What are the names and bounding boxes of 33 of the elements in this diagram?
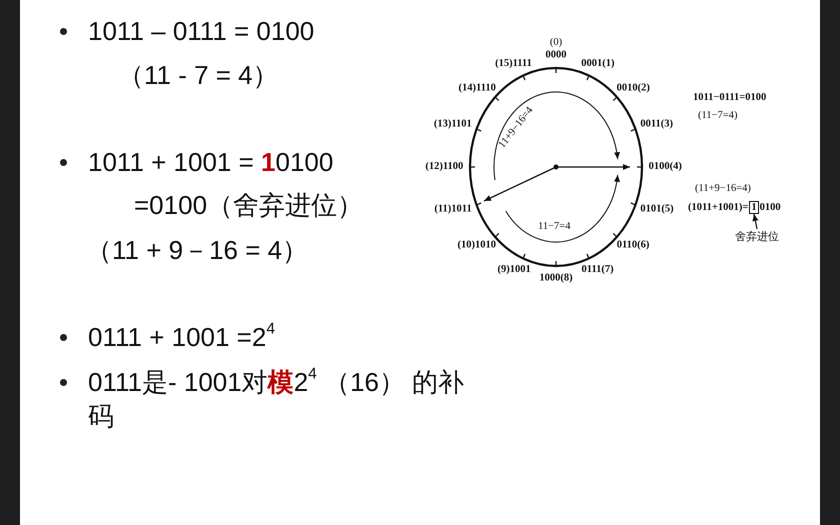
formula-text: 1011−0111=0100 (693, 92, 766, 104)
formula-text: 1011 + 1001 = 10100 (88, 146, 334, 179)
formula-text: 0100 (760, 202, 781, 214)
formula-text: （11 - 7 = 4） (118, 59, 279, 92)
clock-label: (13)1101 (434, 118, 472, 130)
clock-label: 0101(5) (640, 204, 674, 216)
clock-label: 0010(2) (616, 82, 650, 94)
formula-text: （11 + 9－16 = 4） (86, 234, 308, 267)
clock-label: (10)1010 (458, 240, 496, 252)
clock-label: 0111(7) (582, 264, 614, 276)
carry-digit-box: 1 (749, 201, 759, 214)
formula-text: (1011+1001)= (688, 202, 748, 214)
formula-text: 1011 – 0111 = 0100 (88, 15, 314, 48)
clock-label: (11)1011 (434, 204, 472, 216)
clock-label: (9)1001 (498, 264, 531, 276)
formula-text: 0111是- 1001对模2$^{4}$ （16） 的补码 (88, 365, 466, 433)
clock-label: 0000 (546, 49, 566, 62)
clock-label: 0100(4) (648, 161, 682, 173)
clock-label: 0110(6) (616, 240, 650, 252)
clock-label: (0) (550, 37, 562, 49)
clock-label: 0001(1) (581, 58, 614, 70)
clock-label: 0011(3) (640, 118, 674, 130)
arc-label: 11−7=4 (538, 221, 570, 233)
formula-text: (11+9−16=4) (695, 183, 751, 195)
clock-label: (15)1111 (495, 58, 532, 70)
formula-text: =0100（舍弃进位） (134, 189, 364, 222)
clock-label: (12)1100 (425, 161, 464, 173)
clock-label: (14)1110 (458, 82, 496, 94)
formula-text: 0111 + 1001 =2$^{4}$ (88, 320, 276, 354)
leader-arrow (752, 214, 758, 230)
clock-label: 1000(8) (539, 272, 573, 285)
formula-text: (11−7=4) (698, 110, 738, 122)
note-text: 舍弃进位 (735, 229, 779, 244)
